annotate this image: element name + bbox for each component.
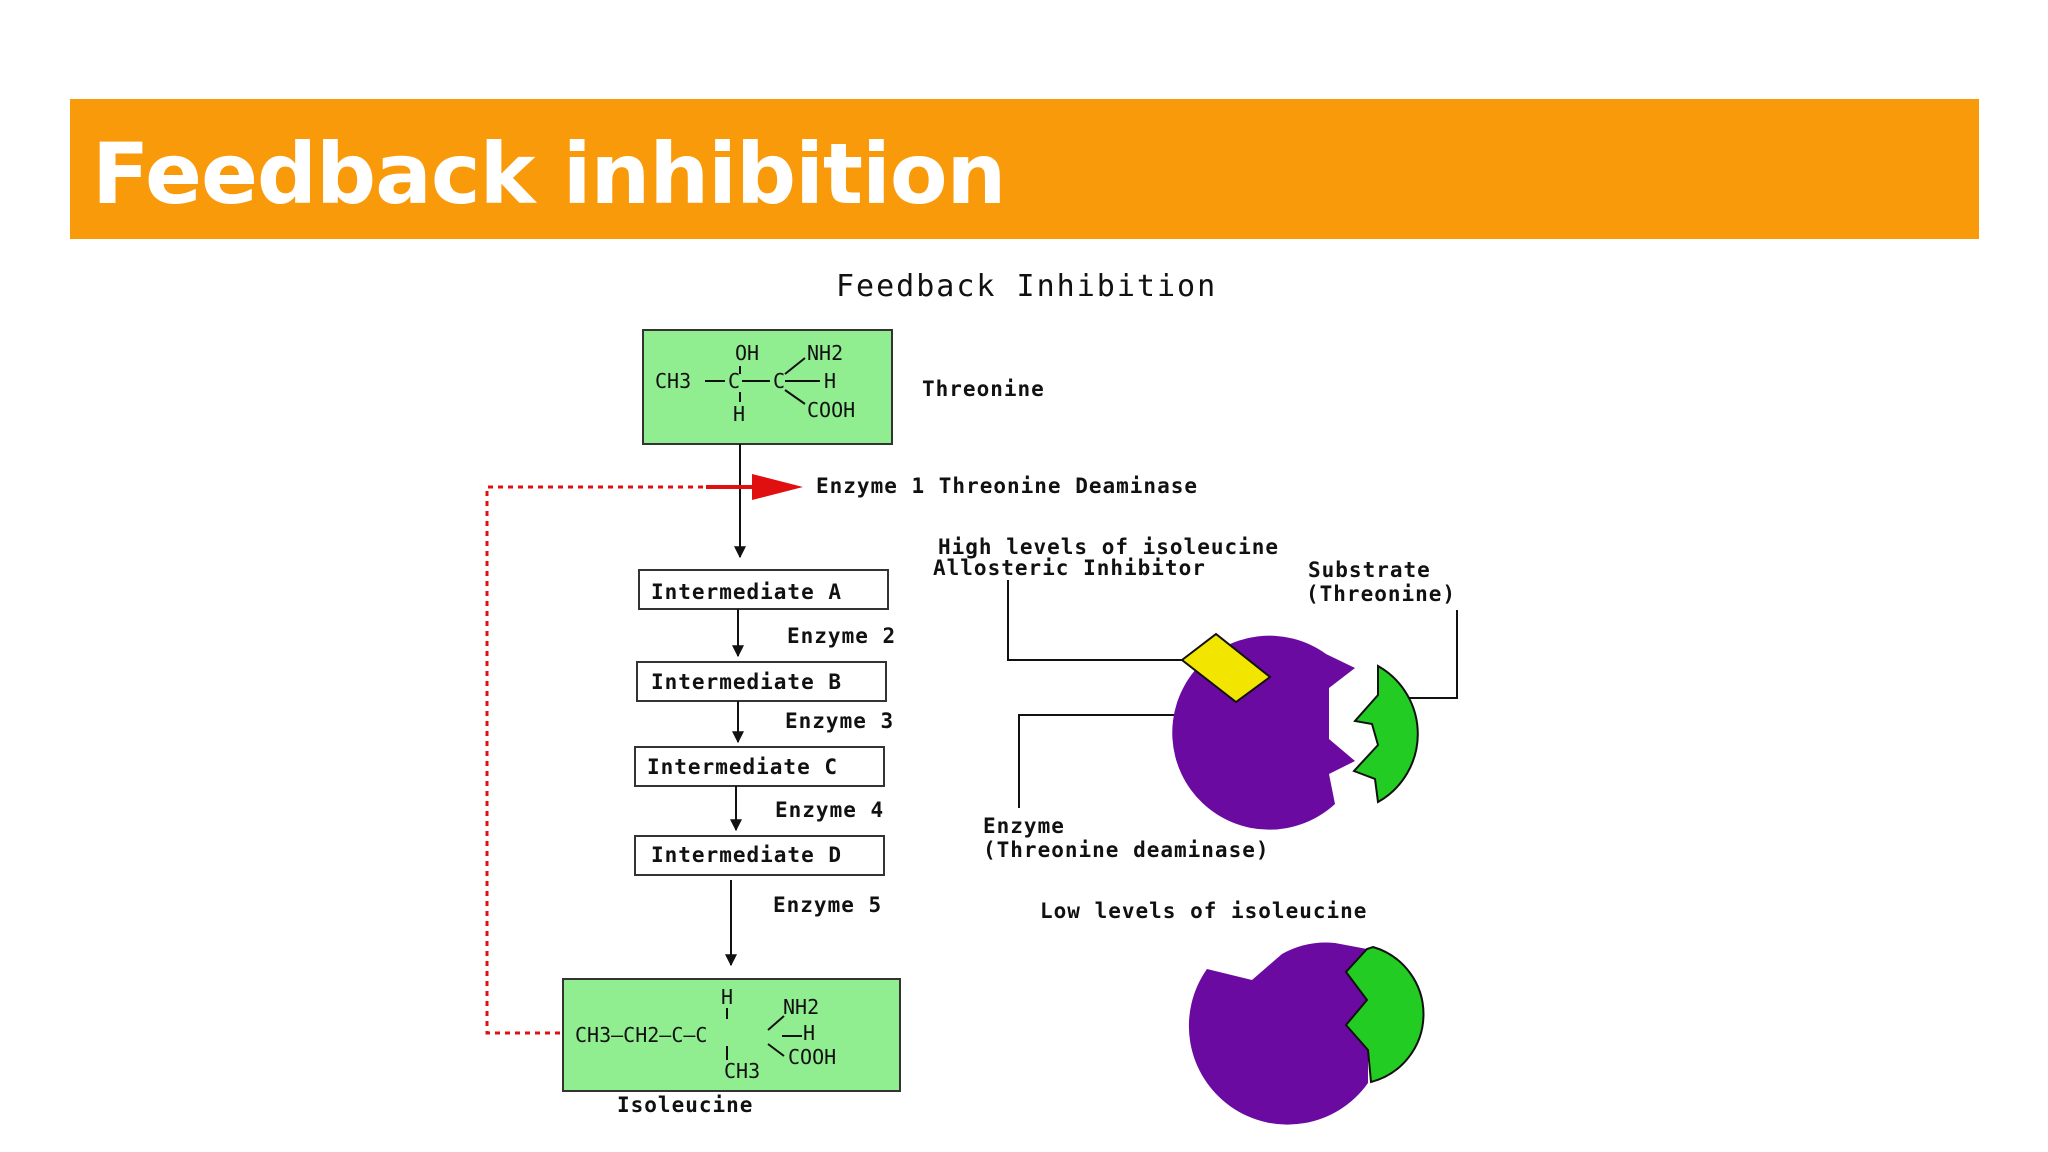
feedback-arrow-line bbox=[485, 485, 710, 1035]
isoleucine-label: Isoleucine bbox=[617, 1093, 753, 1117]
title-bar bbox=[70, 99, 1979, 239]
substrate-label: Substrate bbox=[1308, 558, 1431, 582]
threonine-box bbox=[642, 329, 893, 445]
intermediate-c-box bbox=[634, 746, 885, 787]
high-levels-label: High levels of isoleucine bbox=[938, 535, 1279, 559]
svg-text:H: H bbox=[721, 985, 733, 1009]
enzyme-4-label: Enzyme 4 bbox=[775, 798, 884, 822]
svg-text:CH3: CH3 bbox=[655, 369, 691, 393]
intermediate-d-box bbox=[634, 835, 885, 876]
enzyme-low bbox=[1188, 942, 1368, 1125]
isoleucine-formula: H NH2 CH3—CH2—C—C H COOH CH3 bbox=[575, 985, 836, 1083]
substrate-sub-label: (Threonine) bbox=[1306, 582, 1456, 606]
svg-text:H: H bbox=[803, 1021, 815, 1045]
threonine-formula: OH NH2 CH3 C C H H COOH bbox=[655, 341, 855, 426]
intermediate-b-box bbox=[636, 661, 887, 702]
svg-text:H: H bbox=[824, 369, 836, 393]
inhibitor-leader-line bbox=[1007, 580, 1196, 661]
svg-text:CH3: CH3 bbox=[724, 1059, 760, 1083]
svg-text:OH: OH bbox=[735, 341, 759, 365]
enzyme-1-label: Enzyme 1 Threonine Deaminase bbox=[816, 474, 1198, 498]
isoleucine-box bbox=[562, 978, 901, 1092]
svg-text:C: C bbox=[773, 369, 785, 393]
svg-text:COOH: COOH bbox=[807, 398, 855, 422]
allosteric-inhibitor-label: Allosteric Inhibitor bbox=[933, 556, 1206, 580]
allosteric-inhibitor bbox=[1180, 632, 1272, 704]
slide-title: Feedback inhibition bbox=[92, 125, 1006, 223]
enzyme-leader-line bbox=[1018, 714, 1190, 808]
svg-text:C: C bbox=[728, 369, 740, 393]
intermediate-d-label: Intermediate D bbox=[651, 843, 842, 867]
enzyme-label: Enzyme bbox=[983, 814, 1065, 838]
enzyme-2-label: Enzyme 2 bbox=[787, 624, 896, 648]
intermediate-c-label: Intermediate C bbox=[647, 755, 838, 779]
enzyme-sub-label: (Threonine deaminase) bbox=[983, 838, 1270, 862]
figure-title: Feedback Inhibition bbox=[836, 269, 1217, 304]
substrate-high bbox=[1352, 664, 1419, 804]
intermediate-b-label: Intermediate B bbox=[651, 670, 842, 694]
enzyme-5-label: Enzyme 5 bbox=[773, 893, 882, 917]
svg-text:NH2: NH2 bbox=[783, 995, 819, 1019]
substrate-leader-line bbox=[1406, 610, 1458, 699]
feedback-arrowhead bbox=[752, 474, 803, 500]
substrate-low bbox=[1344, 945, 1425, 1084]
intermediate-a-box bbox=[638, 569, 889, 610]
threonine-label: Threonine bbox=[922, 377, 1045, 401]
svg-text:NH2: NH2 bbox=[807, 341, 843, 365]
low-levels-label: Low levels of isoleucine bbox=[1040, 899, 1367, 923]
enzyme-3-label: Enzyme 3 bbox=[785, 709, 894, 733]
svg-text:CH3—CH2—C—C: CH3—CH2—C—C bbox=[575, 1023, 707, 1047]
svg-text:H: H bbox=[733, 402, 745, 426]
svg-text:COOH: COOH bbox=[788, 1045, 836, 1069]
intermediate-a-label: Intermediate A bbox=[651, 580, 842, 604]
